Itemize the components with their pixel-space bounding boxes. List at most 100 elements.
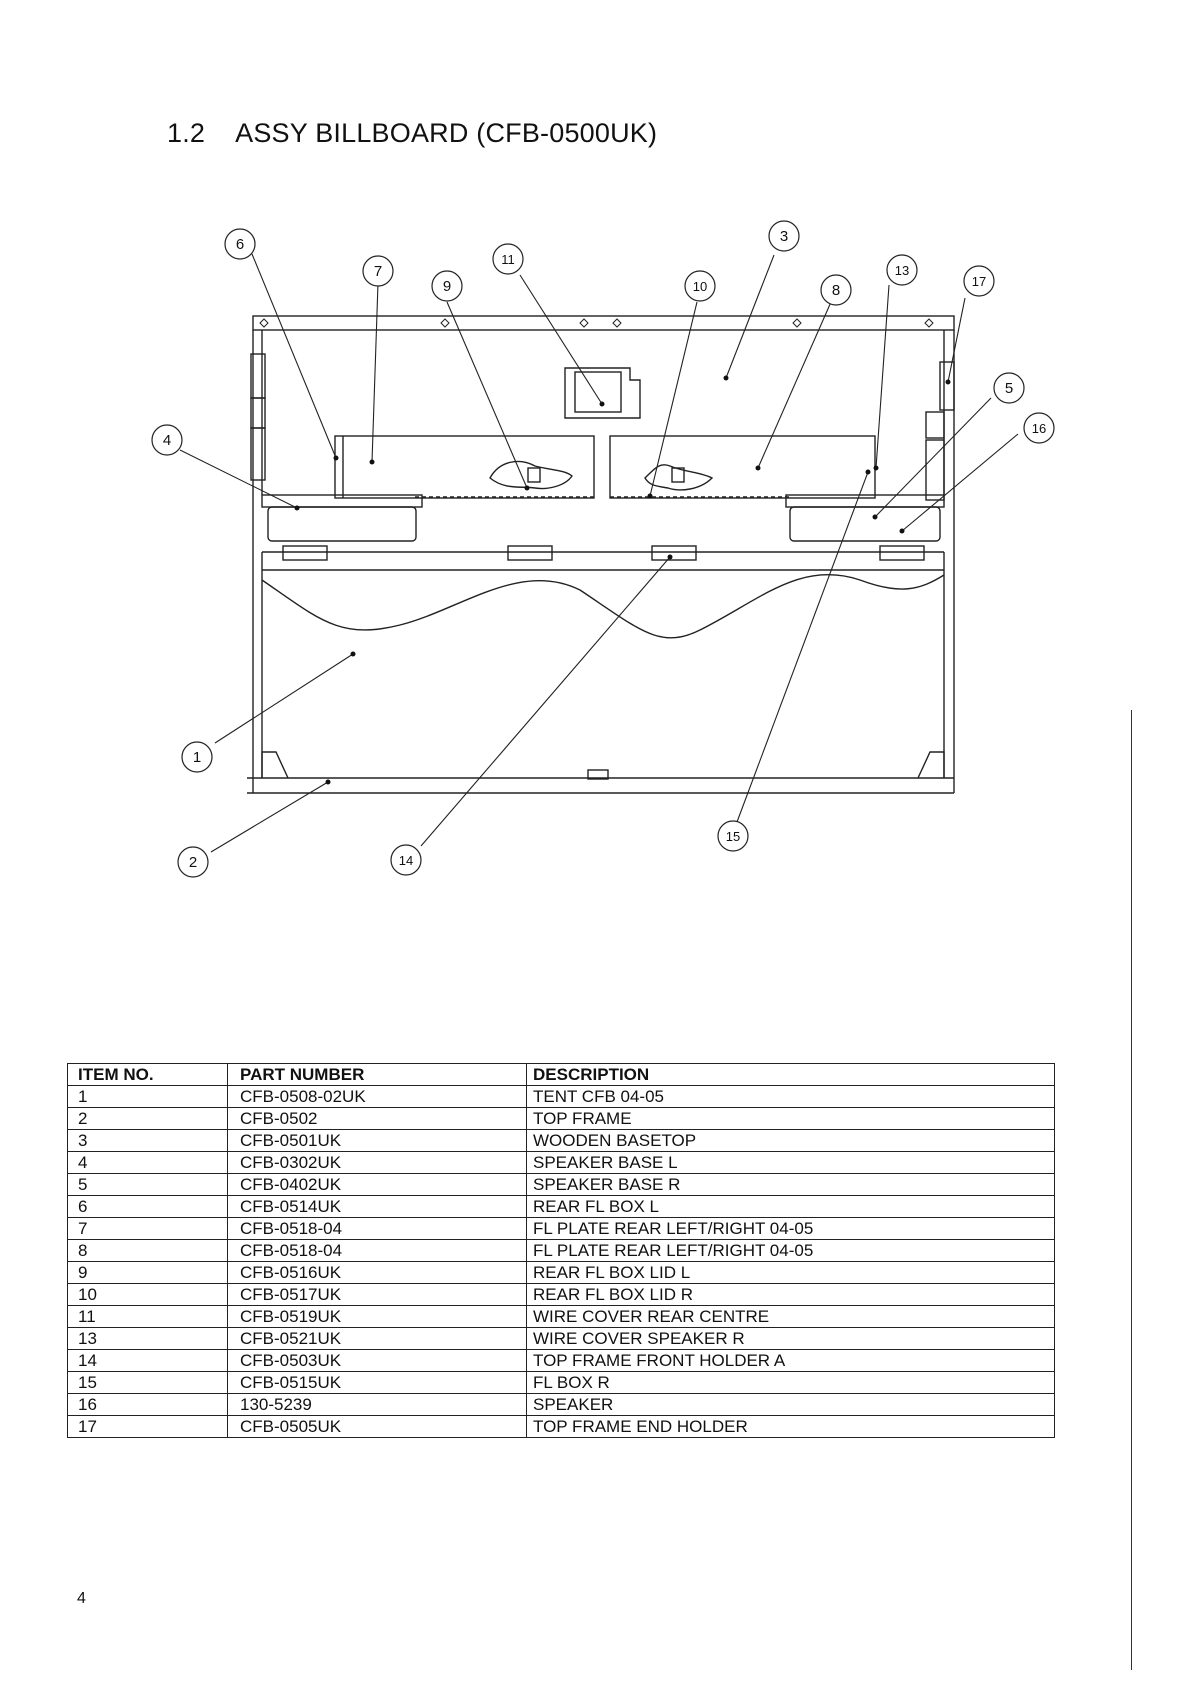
cell-description: TOP FRAME END HOLDER bbox=[526, 1415, 1055, 1438]
cell-item-no: 2 bbox=[67, 1107, 228, 1130]
cell-item-no: 7 bbox=[67, 1217, 228, 1240]
fl-plate-left bbox=[334, 435, 595, 499]
cell-item-no: 16 bbox=[67, 1393, 228, 1416]
cell-part-number: CFB-0516UK bbox=[227, 1261, 527, 1284]
cell-item-no: 14 bbox=[67, 1349, 228, 1372]
cell-item-no: 5 bbox=[67, 1173, 228, 1196]
cell-description: FL BOX R bbox=[526, 1371, 1055, 1394]
header-part-number: PART NUMBER bbox=[227, 1063, 527, 1086]
cell-part-number: CFB-0515UK bbox=[227, 1371, 527, 1394]
callout-label: 10 bbox=[693, 279, 707, 294]
cell-item-no: 15 bbox=[67, 1371, 228, 1394]
end-holder-right bbox=[939, 361, 955, 411]
cell-item-no: 11 bbox=[67, 1305, 228, 1328]
cell-description: WIRE COVER SPEAKER R bbox=[526, 1327, 1055, 1350]
top-frame-bar bbox=[252, 315, 955, 331]
cell-item-no: 3 bbox=[67, 1129, 228, 1152]
cell-item-no: 13 bbox=[67, 1327, 228, 1350]
cell-part-number: CFB-0521UK bbox=[227, 1327, 527, 1350]
callout-label: 2 bbox=[189, 854, 197, 871]
front-holder-3 bbox=[651, 545, 697, 561]
page-number: 4 bbox=[77, 1590, 86, 1607]
fl-box-lid-left bbox=[489, 460, 573, 490]
margin-rule bbox=[1131, 710, 1132, 1670]
callout-label: 4 bbox=[163, 432, 171, 449]
callout-label: 17 bbox=[972, 274, 986, 289]
tent-wave bbox=[261, 574, 945, 639]
cell-part-number: CFB-0519UK bbox=[227, 1305, 527, 1328]
callout-13: 13 bbox=[886, 254, 918, 286]
cell-description: TOP FRAME FRONT HOLDER A bbox=[526, 1349, 1055, 1372]
cell-part-number: CFB-0501UK bbox=[227, 1129, 527, 1152]
cell-description: TOP FRAME bbox=[526, 1107, 1055, 1130]
callout-label: 14 bbox=[399, 853, 413, 868]
section-number: 1.2 bbox=[167, 118, 206, 148]
front-holder-4 bbox=[879, 545, 925, 561]
cell-part-number: CFB-0505UK bbox=[227, 1415, 527, 1438]
callout-16: 16 bbox=[1023, 412, 1055, 444]
cell-part-number: CFB-0508-02UK bbox=[227, 1085, 527, 1108]
callout-label: 11 bbox=[501, 252, 515, 267]
callout-5: 5 bbox=[993, 372, 1025, 404]
cell-description: REAR FL BOX LID L bbox=[526, 1261, 1055, 1284]
cell-description: WIRE COVER REAR CENTRE bbox=[526, 1305, 1055, 1328]
cell-description: FL PLATE REAR LEFT/RIGHT 04-05 bbox=[526, 1239, 1055, 1262]
cell-description: SPEAKER BASE R bbox=[526, 1173, 1055, 1196]
callout-label: 16 bbox=[1032, 421, 1046, 436]
corner-bracket-right bbox=[917, 751, 945, 779]
cell-description: WOODEN BASETOP bbox=[526, 1129, 1055, 1152]
cell-part-number: CFB-0302UK bbox=[227, 1151, 527, 1174]
cell-description: TENT CFB 04-05 bbox=[526, 1085, 1055, 1108]
callout-label: 6 bbox=[236, 236, 244, 253]
table-header-row: ITEM NO. PART NUMBER DESCRIPTION bbox=[67, 1063, 1055, 1086]
callout-6: 6 bbox=[224, 228, 256, 260]
callout-label: 3 bbox=[780, 228, 788, 245]
cell-part-number: CFB-0402UK bbox=[227, 1173, 527, 1196]
callout-14: 14 bbox=[390, 844, 422, 876]
cell-part-number: CFB-0514UK bbox=[227, 1195, 527, 1218]
cell-item-no: 10 bbox=[67, 1283, 228, 1306]
header-item-no: ITEM NO. bbox=[67, 1063, 228, 1086]
callout-9: 9 bbox=[431, 270, 463, 302]
cell-part-number: 130-5239 bbox=[227, 1393, 527, 1416]
callout-label: 8 bbox=[832, 282, 840, 299]
cell-description: SPEAKER BASE L bbox=[526, 1151, 1055, 1174]
front-holder-2 bbox=[507, 545, 553, 561]
callout-17: 17 bbox=[963, 265, 995, 297]
callout-label: 1 bbox=[193, 749, 201, 766]
wire-cover-centre bbox=[564, 367, 641, 419]
fl-plate-right bbox=[609, 435, 876, 499]
front-holder-1 bbox=[282, 545, 328, 561]
callout-2: 2 bbox=[177, 846, 209, 878]
callout-label: 7 bbox=[374, 263, 382, 280]
cell-part-number: CFB-0502 bbox=[227, 1107, 527, 1130]
callout-label: 13 bbox=[895, 263, 909, 278]
callout-11: 11 bbox=[492, 243, 524, 275]
callout-label: 9 bbox=[443, 278, 451, 295]
callout-label: 5 bbox=[1005, 380, 1013, 397]
speaker-base-right bbox=[785, 494, 945, 508]
speaker-base-left bbox=[261, 494, 423, 508]
callout-3: 3 bbox=[768, 220, 800, 252]
fl-box-lid-right bbox=[644, 464, 714, 491]
callout-7: 7 bbox=[362, 255, 394, 287]
cell-item-no: 17 bbox=[67, 1415, 228, 1438]
cell-description: FL PLATE REAR LEFT/RIGHT 04-05 bbox=[526, 1217, 1055, 1240]
header-description: DESCRIPTION bbox=[526, 1063, 1055, 1086]
